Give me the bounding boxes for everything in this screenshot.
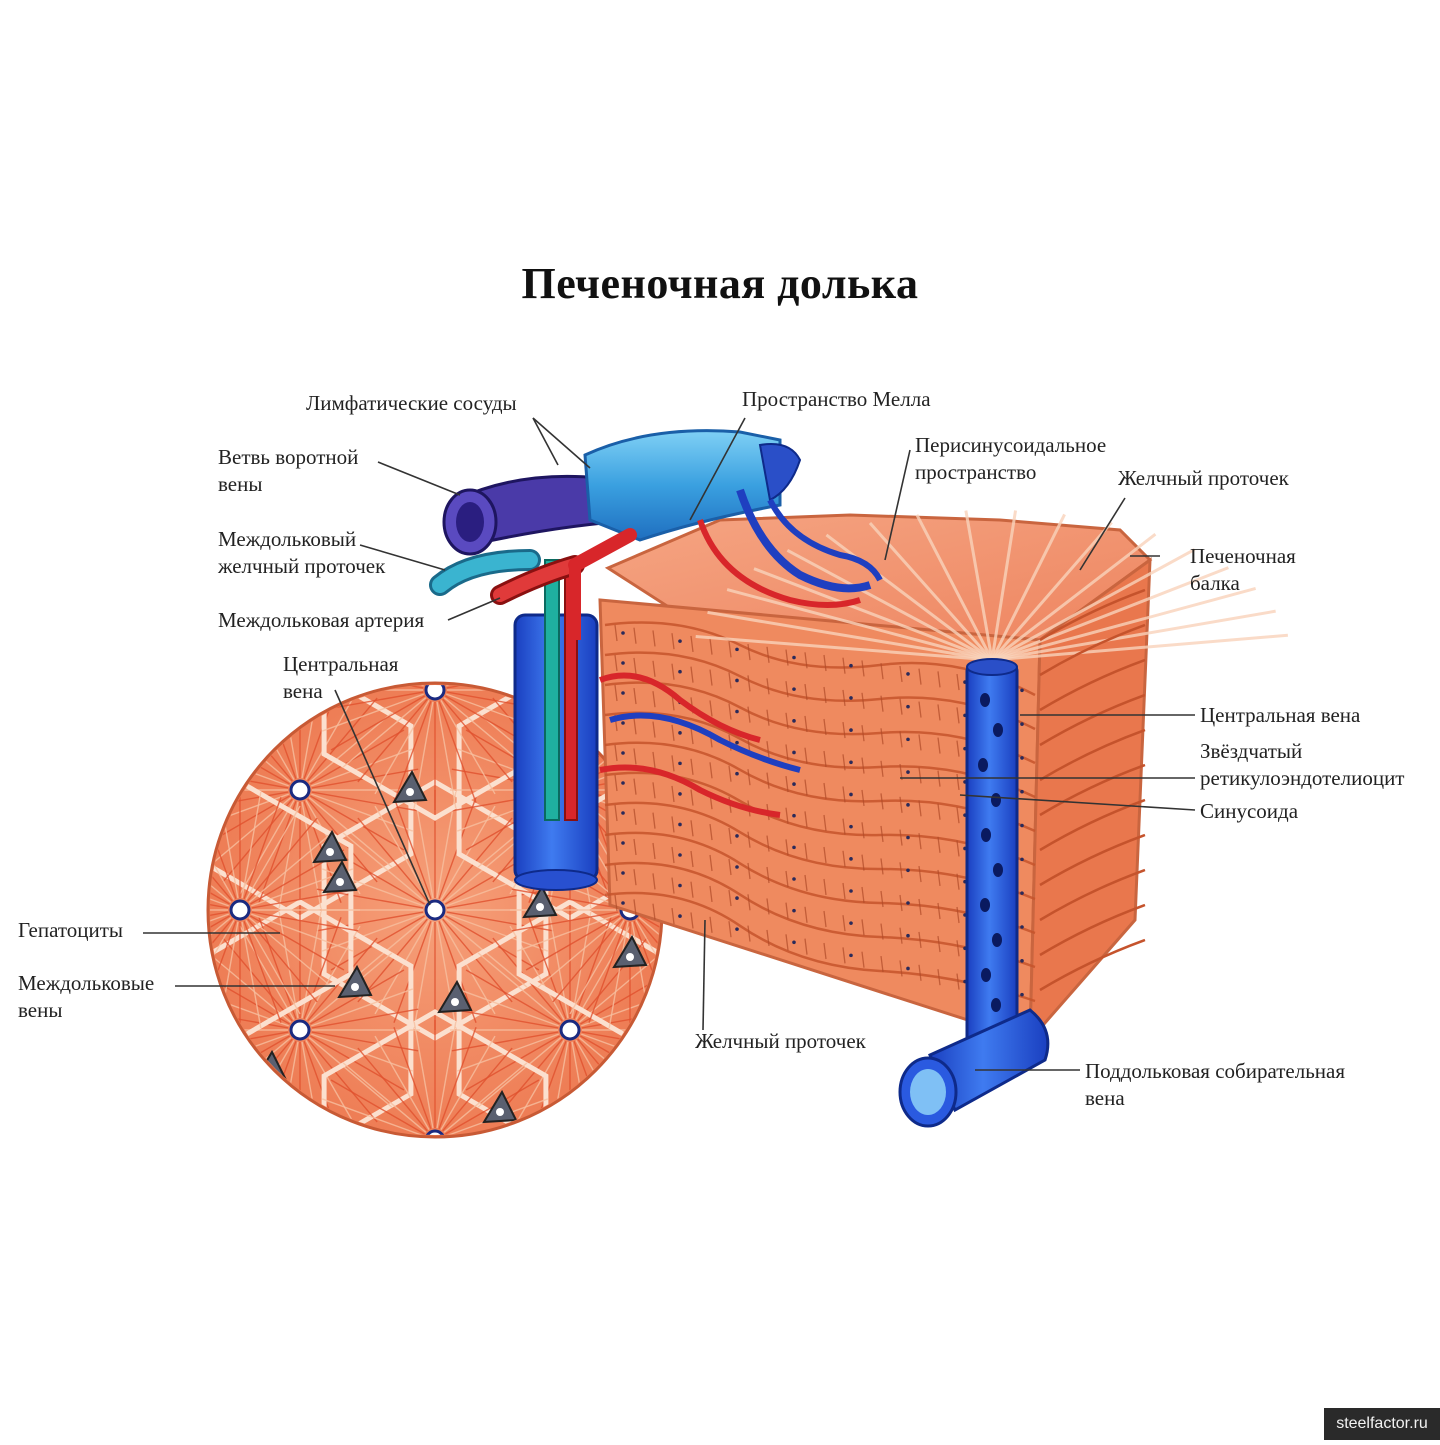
label-hepatic-beam: Печеночная балка	[1190, 543, 1296, 597]
label-central-vein-left: Центральная вена	[283, 651, 398, 705]
label-sinusoid: Синусоида	[1200, 799, 1299, 823]
label-line: вены	[218, 472, 263, 496]
label-line: Поддольковая собирательная	[1085, 1059, 1346, 1083]
diagram-title: Печеночная долька	[521, 259, 919, 308]
label-line: Ветвь воротной	[218, 445, 359, 469]
label-line: вены	[18, 998, 63, 1022]
label-bile-canaliculus-top: Желчный проточек	[1118, 466, 1289, 490]
vessels	[429, 429, 1050, 1128]
label-line: Междольковые	[18, 971, 155, 995]
label-line: Звёздчатый	[1200, 739, 1303, 763]
label-interlobular-veins: Междольковые вены	[18, 970, 154, 1024]
label-central-vein-right: Центральная вена	[1200, 703, 1361, 727]
label-line: Междольковый	[218, 527, 357, 551]
label-interlobular-artery: Междольковая артерия	[218, 608, 425, 632]
label-portal-vein-branch: Ветвь воротной вены	[218, 444, 358, 498]
label-hepatocytes: Гепатоциты	[18, 918, 124, 942]
label-interlobular-bile-duct: Междольковый желчный проточек	[218, 526, 385, 580]
label-line: ретикулоэндотелиоцит	[1200, 766, 1405, 790]
label-line: Перисинусоидальное	[915, 433, 1107, 457]
label-line: Центральная	[283, 652, 399, 676]
label-space-of-mall: Пространство Мелла	[742, 387, 931, 411]
label-line: пространство	[915, 460, 1037, 484]
label-lymphatic-vessels: Лимфатические сосуды	[306, 391, 517, 415]
label-perisinusoidal-space: Перисинусоидальное пространство	[915, 432, 1106, 486]
label-line: вена	[1085, 1086, 1125, 1110]
label-bile-canaliculus-bottom: Желчный проточек	[695, 1029, 866, 1053]
leader-lines	[143, 417, 1196, 1071]
watermark: steelfactor.ru	[1324, 1408, 1440, 1440]
label-line: балка	[1190, 571, 1240, 595]
label-line: вена	[283, 679, 323, 703]
label-line: желчный проточек	[218, 554, 386, 578]
tissue-block	[598, 510, 1289, 1045]
label-stellate-cell: Звёздчатый ретикулоэндотелиоцит	[1200, 738, 1404, 792]
label-line: Печеночная	[1190, 544, 1296, 568]
label-sublobular-vein: Поддольковая собирательная вена	[1085, 1058, 1345, 1112]
